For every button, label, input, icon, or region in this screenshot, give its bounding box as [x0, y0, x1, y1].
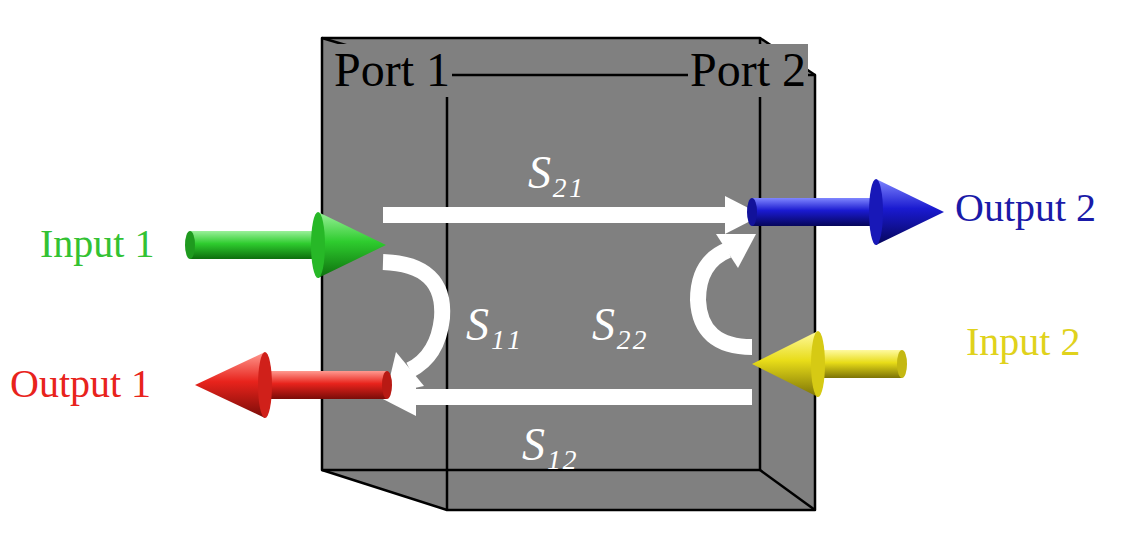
port-signal-label: Output 2 [955, 186, 1096, 230]
output-1-arrow [195, 352, 392, 418]
port-signal-label: Output 1 [10, 362, 151, 406]
s-parameter-arrows [379, 196, 762, 416]
port-signal-label: Input 2 [966, 320, 1080, 364]
port-label: Port 2 [688, 44, 808, 97]
s-parameter-label: S₂₁ [528, 148, 583, 199]
s-parameter-label: S₂₂ [592, 300, 647, 351]
output-2-arrow [747, 179, 944, 245]
input-1-arrow [185, 212, 386, 278]
port-signal-label: Input 1 [40, 222, 154, 266]
port-label: Port 1 [332, 44, 452, 97]
s-parameter-label: S₁₂ [522, 420, 577, 471]
s-parameter-label: S₁₁ [466, 300, 521, 351]
cube-edges [322, 38, 815, 510]
input-2-arrow [752, 331, 907, 397]
cube-body [322, 38, 815, 510]
